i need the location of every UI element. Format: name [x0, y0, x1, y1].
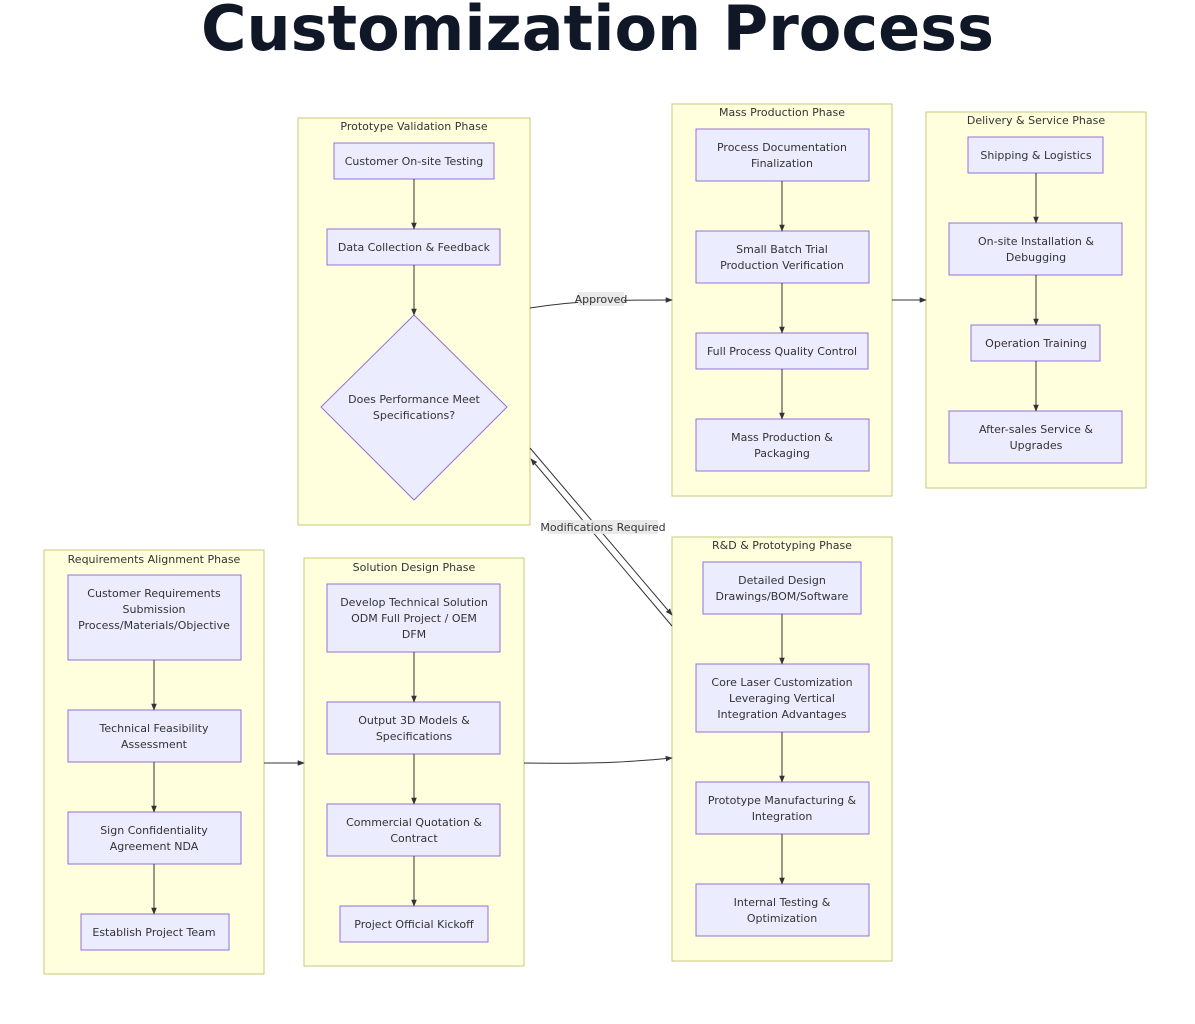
node-full-process-qc: Full Process Quality Control	[695, 332, 869, 370]
page-title: Customization Process	[201, 0, 994, 65]
node-shipping-logistics: Shipping & Logistics	[967, 136, 1104, 174]
node-label-line: Process Documentation	[717, 141, 847, 154]
node-label-line: Small Batch Trial	[736, 243, 828, 256]
node-label-line: Output 3D Models &	[358, 714, 470, 727]
node-label-line: Mass Production &	[731, 431, 833, 444]
node-label-line: Contract	[390, 832, 438, 845]
node-label-line: Integration	[752, 810, 813, 823]
node-label-line: Sign Confidentiality	[100, 824, 208, 837]
node-label-line: Develop Technical Solution	[340, 596, 488, 609]
node-label-line: Specifications?	[373, 409, 455, 422]
node-label: Operation Training	[985, 337, 1087, 350]
phase-label-solution-design: Solution Design Phase	[353, 561, 476, 574]
node-label-line: Assessment	[121, 738, 188, 751]
node-label-line: Core Laser Customization	[711, 676, 852, 689]
node-label-line: Upgrades	[1010, 439, 1063, 452]
node-label-line: Drawings/BOM/Software	[716, 590, 849, 603]
node-label: Shipping & Logistics	[980, 149, 1091, 162]
node-label-line: Leveraging Vertical	[729, 692, 835, 705]
node-after-sales: After-sales Service & Upgrades	[948, 410, 1123, 464]
node-label-line: Prototype Manufacturing &	[708, 794, 857, 807]
node-label-line: Debugging	[1006, 251, 1066, 264]
node-label-line: Integration Advantages	[717, 708, 846, 721]
node-label-line: After-sales Service &	[979, 423, 1093, 436]
node-prototype-manufacturing: Prototype Manufacturing & Integration	[695, 781, 870, 835]
node-label-line: Customer Requirements	[87, 587, 221, 600]
edges	[151, 173, 1039, 915]
node-label: Customer On-site Testing	[345, 155, 484, 168]
node-label-line: Commercial Quotation &	[346, 816, 482, 829]
svg-text:Prototype Manufacturing &Integ: Prototype Manufacturing & Integration	[708, 794, 857, 823]
node-label-line: ODM Full Project / OEM	[351, 612, 477, 625]
svg-text:Output 3D Models &Specificatio: Output 3D Models & Specifications	[358, 714, 470, 743]
phase-label-prototype-validation: Prototype Validation Phase	[340, 120, 487, 133]
node-label: Project Official Kickoff	[354, 918, 474, 931]
edge-label-approved-text: Approved	[575, 293, 628, 306]
phase-label-delivery-service: Delivery & Service Phase	[967, 114, 1105, 127]
node-commercial-quotation: Commercial Quotation & Contract	[326, 803, 501, 857]
node-internal-testing: Internal Testing & Optimization	[695, 883, 870, 937]
node-label-line: Optimization	[747, 912, 817, 925]
svg-text:Mass Production &Packaging: Mass Production & Packaging	[731, 431, 833, 460]
phase-label-rd-prototyping: R&D & Prototyping Phase	[712, 539, 852, 552]
node-mass-production-packaging: Mass Production & Packaging	[695, 418, 870, 472]
node-label-line: Finalization	[751, 157, 813, 170]
edge-label-modifications: Modifications Required	[540, 520, 666, 534]
phase-label-mass-production: Mass Production Phase	[719, 106, 845, 119]
svg-text:After-sales Service &Upgrades: After-sales Service & Upgrades	[979, 423, 1093, 452]
edge-label-approved: Approved	[575, 292, 628, 306]
node-label-line: Process/Materials/Objective	[78, 619, 230, 632]
node-operation-training: Operation Training	[970, 324, 1101, 362]
node-onsite-installation: On-site Installation & Debugging	[948, 222, 1123, 276]
node-establish-team: Establish Project Team	[80, 913, 230, 951]
node-label-line: DFM	[402, 628, 426, 641]
svg-text:Internal Testing &Optimization: Internal Testing & Optimization	[734, 896, 831, 925]
node-label-line: Does Performance Meet	[348, 393, 480, 406]
phase-label-requirements-alignment: Requirements Alignment Phase	[68, 553, 241, 566]
svg-text:Commercial Quotation &Contract: Commercial Quotation & Contract	[346, 816, 482, 845]
node-label: Full Process Quality Control	[707, 345, 857, 358]
svg-text:On-site Installation &Debuggin: On-site Installation & Debugging	[978, 235, 1094, 264]
node-label-line: Internal Testing &	[734, 896, 831, 909]
node-customer-onsite-testing: Customer On-site Testing	[333, 142, 495, 180]
node-data-collection-feedback: Data Collection & Feedback	[326, 228, 501, 266]
edge-label-modifications-text: Modifications Required	[540, 521, 665, 534]
node-output-3d-models: Output 3D Models & Specifications	[326, 701, 501, 755]
node-label-line: Specifications	[376, 730, 453, 743]
node-label-line: Technical Feasibility	[98, 722, 208, 735]
node-label-line: On-site Installation &	[978, 235, 1094, 248]
node-label-line: Packaging	[754, 447, 810, 460]
node-label-line: Agreement NDA	[110, 840, 199, 853]
node-label-line: Detailed Design	[738, 574, 826, 587]
node-label: Data Collection & Feedback	[338, 241, 491, 254]
node-label: Establish Project Team	[92, 926, 215, 939]
node-project-kickoff: Project Official Kickoff	[339, 905, 489, 943]
node-label-line: Production Verification	[720, 259, 844, 272]
node-label-line: Submission	[123, 603, 186, 616]
